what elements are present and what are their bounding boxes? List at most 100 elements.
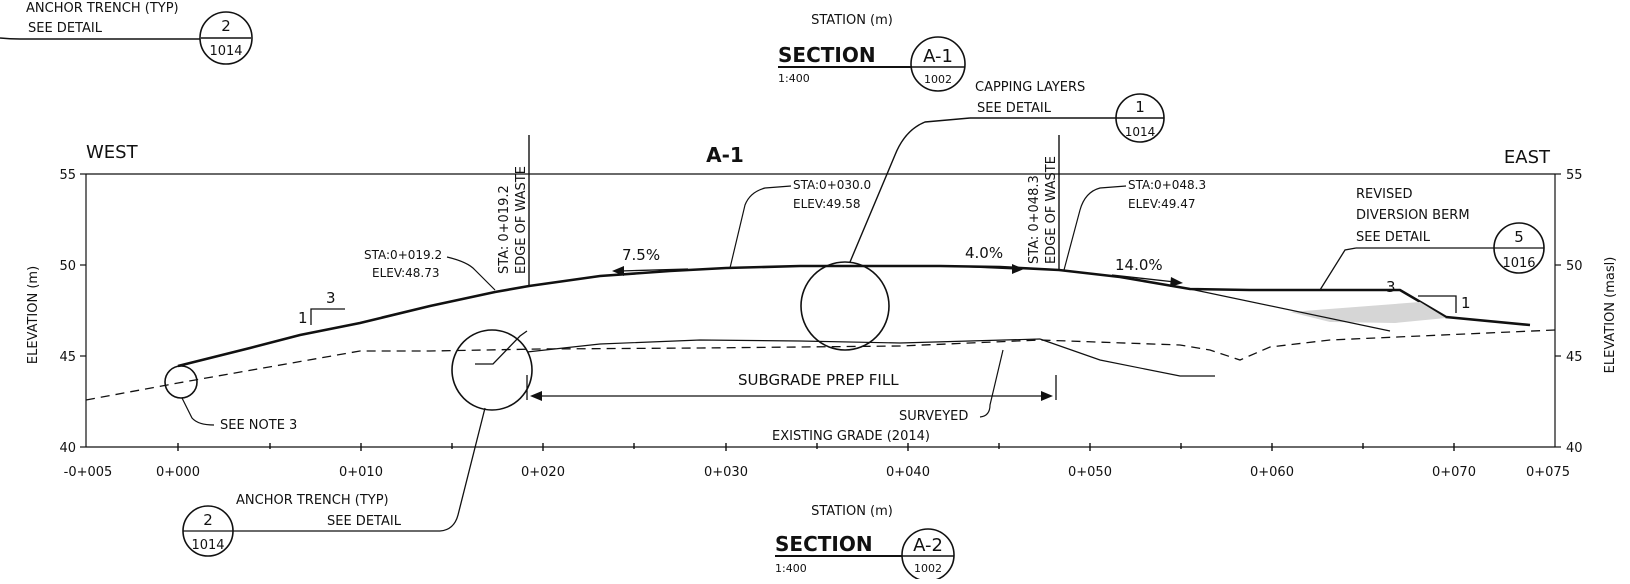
capping-label1: CAPPING LAYERS <box>975 80 1085 95</box>
berm-num: 5 <box>1514 228 1524 246</box>
pt-19-annotation: STA:0+019.2 ELEV:48.73 <box>364 248 496 291</box>
capping-callout: CAPPING LAYERS SEE DETAIL 1 1014 <box>849 80 1165 263</box>
ratio-left-run: 3 <box>326 289 336 307</box>
top-anchor-callout: ANCHOR TRENCH (TYP) SEE DETAIL 2 1014 <box>0 1 253 65</box>
y-tick-left-45: 45 <box>59 350 76 365</box>
section-a1-label: SECTION <box>778 43 876 67</box>
capping-num: 1 <box>1135 98 1145 116</box>
x-tick-marks <box>177 443 1455 451</box>
subgrade-label: SUBGRADE PREP FILL <box>738 371 899 389</box>
section-a2-label: SECTION <box>775 532 873 556</box>
berm-sheet: 1016 <box>1502 256 1535 271</box>
section-a1-id: A-1 <box>923 46 953 67</box>
ratio-right: 3 1 <box>1386 278 1471 313</box>
edge-waste-1-line2: EDGE OF WASTE <box>514 166 529 274</box>
anchor-trench-line <box>475 330 528 365</box>
anchor-label1: ANCHOR TRENCH (TYP) <box>236 493 389 508</box>
anchor-trench-callout: ANCHOR TRENCH (TYP) SEE DETAIL 2 1014 <box>182 407 486 557</box>
anchor-sheet: 1014 <box>191 538 224 553</box>
ratio-right-run: 3 <box>1386 278 1396 296</box>
section-a1-scale: 1:400 <box>778 72 810 85</box>
slope-4-0: 4.0% <box>965 244 1003 262</box>
section-a2-id: A-2 <box>913 535 943 556</box>
note3-label: SEE NOTE 3 <box>220 418 297 433</box>
y-tick-right-45: 45 <box>1566 350 1583 365</box>
subgrade-dimension: SUBGRADE PREP FILL <box>526 371 1057 401</box>
y-tick-right-50: 50 <box>1566 259 1583 274</box>
pt-30-elev: ELEV:49.58 <box>793 197 860 211</box>
x-tick-010: 0+010 <box>339 465 383 480</box>
section-a2-title: SECTION 1:400 A-2 1002 <box>775 528 955 582</box>
plot-frame <box>85 173 1556 448</box>
section-a1-sheet: 1002 <box>924 73 952 86</box>
y-tick-right-40: 40 <box>1566 441 1583 456</box>
slope-7-5: 7.5% <box>622 246 660 264</box>
ratio-left: 3 1 <box>298 289 345 327</box>
x-tick-020: 0+020 <box>521 465 565 480</box>
pt-48-annotation: STA:0+048.3 ELEV:49.47 <box>1063 178 1206 271</box>
capping-leader <box>849 117 971 263</box>
x-tick-075: 0+075 <box>1526 465 1570 480</box>
section-a2-scale: 1:400 <box>775 562 807 575</box>
berm-label1: REVISED <box>1356 187 1412 202</box>
note3-callout: SEE NOTE 3 <box>181 397 297 433</box>
anchor-trench-circle <box>451 329 533 411</box>
berm-callout: REVISED DIVERSION BERM SEE DETAIL 5 1016 <box>1319 187 1545 291</box>
edge-waste-2-line1: STA: 0+048.3 <box>1027 175 1042 264</box>
pt-19-elev: ELEV:48.73 <box>372 266 439 280</box>
anchor-label2: SEE DETAIL <box>327 514 402 529</box>
edge-of-waste-2: STA: 0+048.3 EDGE OF WASTE <box>1027 135 1060 270</box>
x-tick-000: 0+000 <box>156 465 200 480</box>
top-callout-leader <box>0 37 200 40</box>
west-label: WEST <box>86 142 139 163</box>
capping-sheet: 1014 <box>1125 125 1156 139</box>
section-center-label: A-1 <box>706 143 744 167</box>
pt-30-annotation: STA:0+030.0 ELEV:49.58 <box>729 178 871 269</box>
subgrade-fill-slope <box>1039 338 1215 377</box>
x-tick-060: 0+060 <box>1250 465 1294 480</box>
existing-grade-line <box>85 329 1556 401</box>
x-tick-neg005: -0+005 <box>64 465 113 480</box>
y-axis-left-title: ELEVATION (m) <box>26 266 41 364</box>
y-axis-right-title: ELEVATION (masl) <box>1603 257 1618 374</box>
berm-inner-slope <box>1189 288 1391 332</box>
top-callout-label1: ANCHOR TRENCH (TYP) <box>26 1 179 16</box>
edge-waste-2-line2: EDGE OF WASTE <box>1044 156 1059 264</box>
final-cap-surface <box>177 264 1531 368</box>
edge-of-waste-1: STA: 0+019.2 EDGE OF WASTE <box>497 135 530 287</box>
y-tick-left-55: 55 <box>59 168 76 183</box>
section-a1-circle <box>910 36 966 92</box>
surveyed-callout: SURVEYED EXISTING GRADE (2014) <box>772 349 1004 444</box>
y-tick-left-50: 50 <box>59 259 76 274</box>
surveyed-label2: EXISTING GRADE (2014) <box>772 429 930 444</box>
berm-label2: DIVERSION BERM <box>1356 208 1470 223</box>
berm-fill <box>1290 302 1446 323</box>
section-a1-title: SECTION 1:400 A-1 1002 <box>778 36 966 92</box>
y-tick-right-55: 55 <box>1566 168 1583 183</box>
top-callout-circle <box>199 11 253 65</box>
berm-label3: SEE DETAIL <box>1356 230 1431 245</box>
x-tick-040: 0+040 <box>886 465 930 480</box>
pt-19-sta: STA:0+019.2 <box>364 248 442 262</box>
x-tick-070: 0+070 <box>1432 465 1476 480</box>
edge-waste-1-line1: STA: 0+019.2 <box>497 185 512 274</box>
note3-circle <box>164 365 198 399</box>
x-tick-030: 0+030 <box>704 465 748 480</box>
pt-48-elev: ELEV:49.47 <box>1128 197 1195 211</box>
capping-label2: SEE DETAIL <box>977 101 1052 116</box>
slope-14-0: 14.0% <box>1115 256 1163 274</box>
top-callout-label2: SEE DETAIL <box>28 21 103 36</box>
ratio-right-rise: 1 <box>1461 294 1471 312</box>
anchor-num: 2 <box>203 511 213 529</box>
pt-30-sta: STA:0+030.0 <box>793 178 871 192</box>
y-tick-left-40: 40 <box>59 441 76 456</box>
pt-48-sta: STA:0+048.3 <box>1128 178 1206 192</box>
x-tick-050: 0+050 <box>1068 465 1112 480</box>
station-title-bottom: STATION (m) <box>811 504 893 519</box>
top-callout-sheet: 1014 <box>209 44 242 59</box>
station-title-top: STATION (m) <box>811 13 893 28</box>
subgrade-fill-top <box>526 338 1041 353</box>
top-callout-num: 2 <box>221 17 231 35</box>
